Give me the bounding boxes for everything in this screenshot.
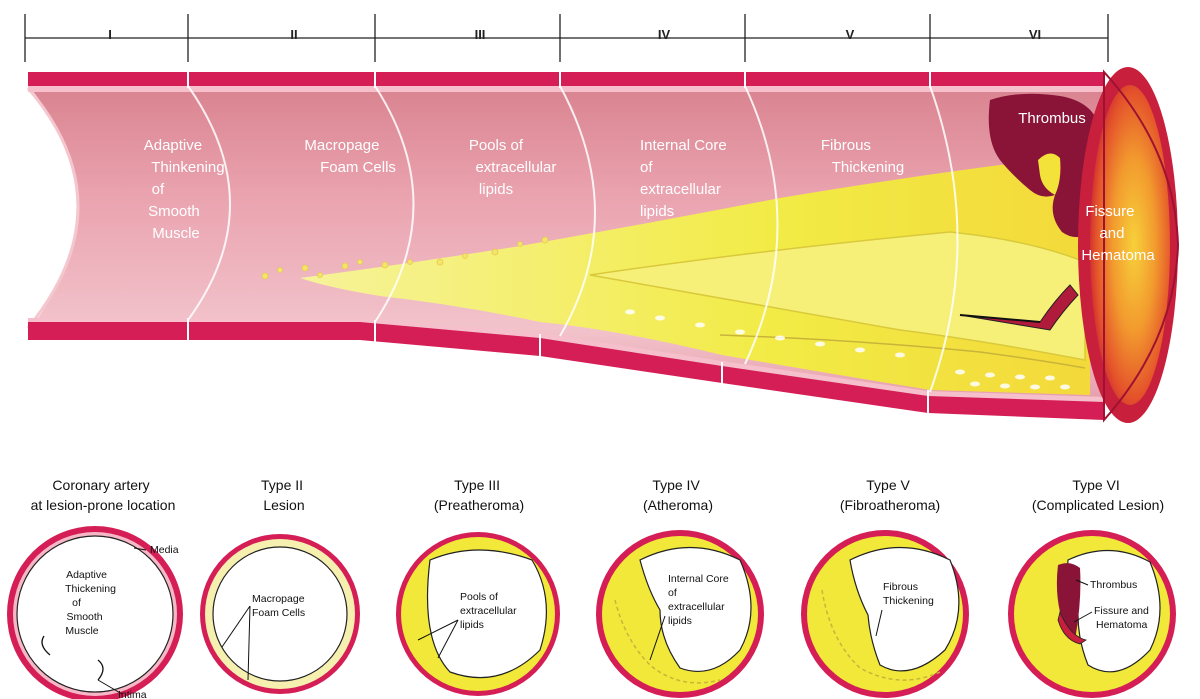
stage-ruler: I II III IV V VI (25, 14, 1108, 62)
label-media: Media (150, 544, 179, 556)
cross-section-type-4: Internal Core of extracellular lipids (596, 530, 764, 698)
stage-label-5: V (846, 27, 855, 42)
caption-type-3: Type III (Preatheroma) (434, 477, 524, 513)
artery-longitudinal: Adaptive Thinkening of Smooth Muscle Mac… (28, 67, 1178, 423)
caption-type-6: Type VI (Complicated Lesion) (1032, 477, 1164, 513)
label-thrombus-circle: Thrombus (1090, 579, 1137, 591)
captions: Coronary artery at lesion-prone location… (31, 477, 1165, 513)
stage-label-3: III (475, 27, 486, 42)
caption-coronary-artery: Coronary artery at lesion-prone location (31, 477, 176, 513)
vessel-label-thrombus: Thrombus (1018, 110, 1086, 127)
caption-type-2: Type II Lesion (261, 477, 307, 513)
caption-type-5: Type V (Fibroatheroma) (840, 477, 940, 513)
cross-section-type-3: Pools of extracellular lipids (396, 532, 560, 696)
cross-section-type-6: Thrombus Fissure and Hematoma (1008, 530, 1176, 698)
caption-type-4: Type IV (Atheroma) (643, 477, 713, 513)
label-intima: Intima (118, 689, 147, 699)
artery-wall-top (28, 72, 1104, 86)
cross-section-type-2: Macropage Foam Cells (200, 534, 360, 694)
stage-label-6: VI (1029, 27, 1041, 42)
stage-label-2: II (290, 27, 297, 42)
stage-label-4: IV (658, 27, 671, 42)
cross-section-type-5: Fibrous Thickening (801, 530, 969, 698)
cross-section-coronary-artery: Media Adaptive Thickening of Smooth Musc… (7, 526, 183, 699)
artery-cross-section-end (1078, 67, 1178, 423)
stage-label-1: I (108, 27, 112, 42)
